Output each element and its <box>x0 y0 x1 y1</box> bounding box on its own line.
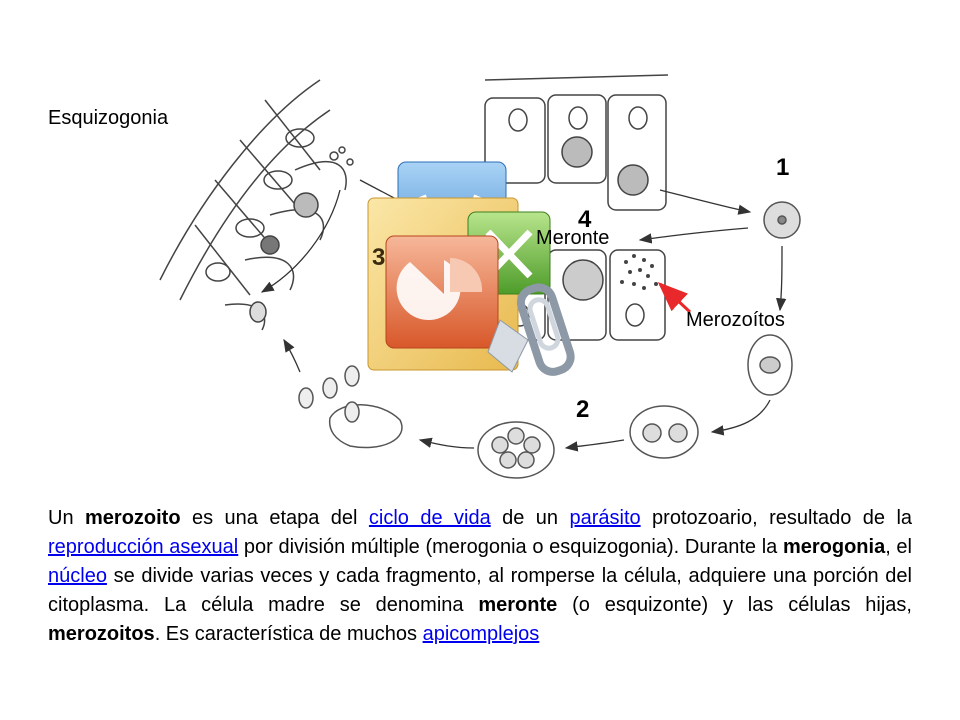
text-run: es una etapa del <box>180 507 369 529</box>
merozoitos-label: Merozoítos <box>686 309 785 331</box>
text-run: Un <box>48 507 85 529</box>
stage-number-1: 1 <box>776 154 790 181</box>
term-merozoito: merozoito <box>85 507 181 529</box>
merozoite-pointer-arrow <box>657 281 692 314</box>
link-nucleo[interactable]: núcleo <box>48 565 107 587</box>
link-ciclo-de-vida[interactable]: ciclo de vida <box>368 507 491 529</box>
stage-number-3: 3 <box>372 244 386 271</box>
text-run: se divide varias veces y cada fragmento,… <box>48 565 912 616</box>
term-merozoitos: merozoitos <box>48 623 155 645</box>
host-cells <box>484 74 669 341</box>
stage-number-4: 4 <box>578 206 592 233</box>
cycle-stages <box>298 201 801 479</box>
meronte-label: Meronte <box>536 227 610 249</box>
stage-number-2: 2 <box>576 396 590 423</box>
merozoite-cluster <box>620 254 658 290</box>
text-run: protozoario, resultado de la <box>640 507 913 529</box>
link-apicomplejos[interactable]: apicomplejos <box>422 623 540 645</box>
link-reproduccion-asexual[interactable]: reproducción asexual <box>48 536 239 558</box>
text-run: (o esquizonte) y las células hijas, <box>557 594 912 616</box>
epithelium-left <box>159 79 354 331</box>
link-parasito[interactable]: parásito <box>569 507 641 529</box>
text-run: , el <box>885 536 913 558</box>
term-meronte: meronte <box>478 594 558 616</box>
text-run: por división múltiple (merogonia o esqui… <box>238 536 783 558</box>
text-run: . Es característica de muchos <box>154 623 423 645</box>
term-merogonia: merogonia <box>782 536 886 558</box>
text-run: de un <box>490 507 570 529</box>
office-icons-overlay <box>367 161 575 376</box>
page-title: Esquizogonia <box>48 107 169 129</box>
definition-paragraph: Un merozoito es una etapa del ciclo de v… <box>48 504 912 649</box>
